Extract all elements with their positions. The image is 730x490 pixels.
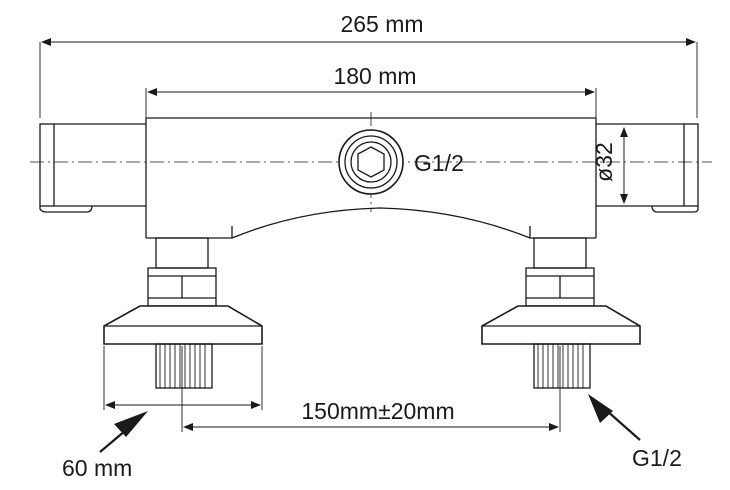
thread-pointer-arrow [588, 394, 641, 441]
mixer-bar-body [39, 117, 699, 239]
left-inlet-leg [103, 237, 263, 389]
flange-label: 60 mm [62, 455, 132, 481]
body-width-label: 180 mm [333, 63, 416, 89]
outlet-thread-label: G1/2 [632, 445, 682, 471]
center-inlet-fitting [338, 129, 404, 195]
left-thread-lines [159, 344, 206, 388]
inlet-spacing-dimension [181, 346, 561, 432]
right-inlet-leg [481, 237, 641, 389]
diameter-label: ø32 [591, 142, 617, 182]
flange-pointer-arrow [99, 411, 148, 453]
overall-width-label: 265 mm [340, 11, 423, 37]
inlet-spacing-label: 150mm±20mm [301, 398, 454, 424]
overall-width-dimension [39, 38, 698, 118]
flange-dimension [103, 346, 263, 410]
body-width-dimension [145, 88, 597, 118]
center-inlet-label: G1/2 [414, 150, 464, 176]
right-thread-lines [537, 344, 584, 388]
